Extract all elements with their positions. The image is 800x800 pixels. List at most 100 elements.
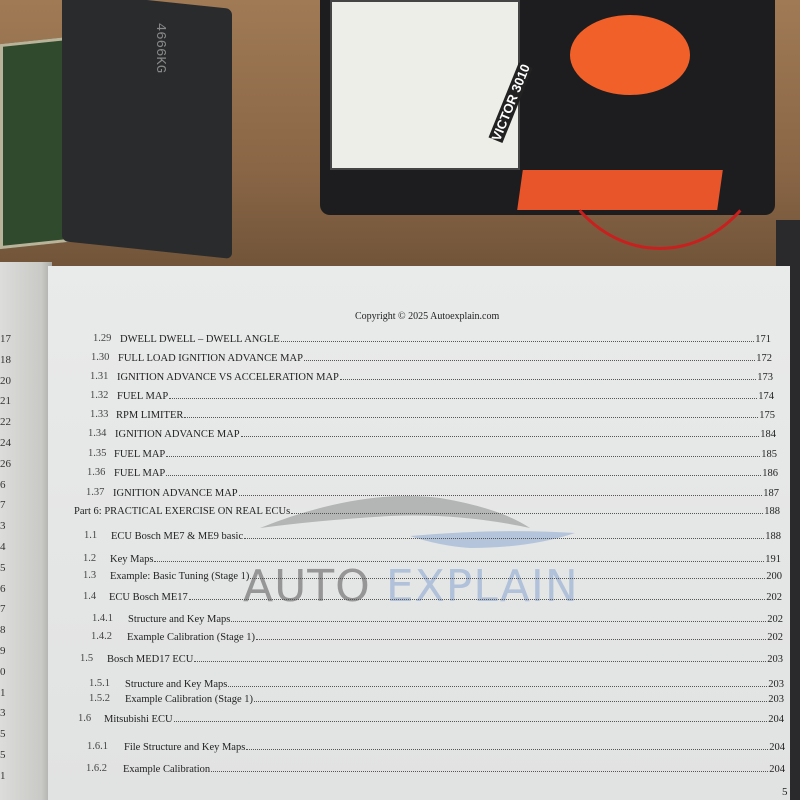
left-page-number: 1	[0, 686, 6, 699]
toc-number: 1.1	[84, 530, 98, 541]
left-page-number: 7	[0, 603, 6, 616]
toc-number: 1.4.2	[91, 631, 112, 642]
toc-page: 203	[767, 654, 783, 665]
dot-leader	[166, 467, 762, 476]
toc-page: 174	[758, 391, 774, 402]
dot-leader	[291, 505, 764, 514]
toc-number: 1.32	[90, 390, 109, 401]
toc-page: 171	[755, 334, 771, 345]
left-page-number: 17	[0, 333, 11, 345]
toc-entry[interactable]: 1.32 FUEL MAP 174	[90, 390, 774, 404]
ecu-label: 4666KG	[152, 22, 169, 74]
toc-title: Structure and Key Maps	[125, 679, 228, 690]
left-page-number: 3	[0, 520, 6, 533]
toc-page: 202	[766, 592, 782, 603]
toc-title: File Structure and Key Maps	[124, 742, 246, 753]
left-page-number: 6	[0, 582, 6, 595]
toc-title: Mitsubishi ECU	[104, 714, 173, 725]
toc-entry[interactable]: 1.5 Bosch MED17 ECU 203	[80, 653, 783, 667]
toc-title: RPM LIMITER	[116, 410, 184, 421]
toc-number: 1.5.2	[89, 693, 110, 704]
dot-leader	[154, 553, 765, 562]
toc-title: FUEL MAP	[114, 468, 166, 479]
left-page-number: 5	[0, 561, 6, 574]
toc-number: 1.29	[93, 333, 112, 344]
dot-leader	[244, 530, 765, 539]
toc-page: 187	[763, 488, 779, 499]
left-page-number: 20	[0, 374, 11, 387]
toc-page: 186	[762, 468, 778, 479]
toc-title: IGNITION ADVANCE MAP	[113, 488, 238, 499]
toc-page: 204	[769, 764, 785, 775]
toc-title: ECU Bosch ME7 & ME9 basic	[111, 531, 244, 542]
dot-leader	[303, 352, 756, 361]
toc-page: 200	[766, 571, 782, 582]
toc-title: Example Calibration (Stage 1)	[125, 694, 254, 705]
meter-knob	[570, 15, 690, 95]
toc-title: Example: Basic Tuning (Stage 1)	[110, 571, 250, 582]
left-page-number: 4	[0, 541, 6, 553]
left-page-number: 7	[0, 499, 6, 512]
toc-number: 1.4.1	[92, 613, 113, 624]
toc-number: 1.34	[88, 428, 107, 439]
dot-leader	[211, 763, 769, 772]
toc-title: Key Maps	[110, 554, 154, 565]
dot-leader	[173, 713, 768, 722]
left-page-number: 22	[0, 416, 11, 429]
toc-page: 184	[760, 429, 776, 440]
left-page-number: 8	[0, 624, 6, 637]
toc-title: IGNITION ADVANCE MAP	[115, 429, 240, 440]
dot-leader	[280, 333, 755, 342]
page-number: 5	[782, 786, 788, 798]
left-page-number: 6	[0, 478, 6, 491]
toc-title: FULL LOAD IGNITION ADVANCE MAP	[118, 353, 303, 364]
toc-title: Bosch MED17 ECU	[107, 654, 194, 665]
toc-number: 1.30	[91, 352, 110, 363]
dot-leader	[188, 591, 766, 600]
toc-number: 1.6	[78, 713, 92, 724]
toc-number: 1.5	[80, 653, 94, 664]
dot-leader	[250, 570, 766, 579]
dot-leader	[184, 409, 759, 418]
toc-page: 191	[765, 554, 781, 565]
toc-title: FUEL MAP	[117, 391, 169, 402]
toc-page: 188	[764, 506, 780, 517]
toc-number: 1.35	[88, 448, 107, 459]
toc-entry[interactable]: 1.34 IGNITION ADVANCE MAP 184	[88, 428, 776, 442]
toc-number: 1.37	[86, 487, 105, 498]
toc-page: 185	[761, 449, 777, 460]
toc-title: ECU Bosch ME17	[109, 592, 188, 603]
toc-page: 173	[757, 372, 773, 383]
watermark: AUTO EXPLAIN	[243, 561, 579, 612]
meter-face	[330, 0, 520, 170]
watermark-swoosh-icon	[260, 496, 575, 548]
toc-page: 202	[767, 614, 783, 625]
left-page-number: 21	[0, 395, 11, 408]
toc-title: IGNITION ADVANCE VS ACCELERATION MAP	[117, 372, 339, 383]
left-page-number: 1	[0, 769, 6, 782]
dot-leader	[240, 428, 760, 437]
toc-title: Structure and Key Maps	[128, 614, 231, 625]
toc-entry[interactable]: 1.37 IGNITION ADVANCE MAP 187	[86, 487, 779, 501]
dot-leader	[254, 693, 768, 702]
toc-entry[interactable]: 1.4.1 Structure and Key Maps 202	[92, 613, 783, 627]
ecu-unit	[62, 0, 232, 259]
toc-page: 202	[767, 632, 783, 643]
